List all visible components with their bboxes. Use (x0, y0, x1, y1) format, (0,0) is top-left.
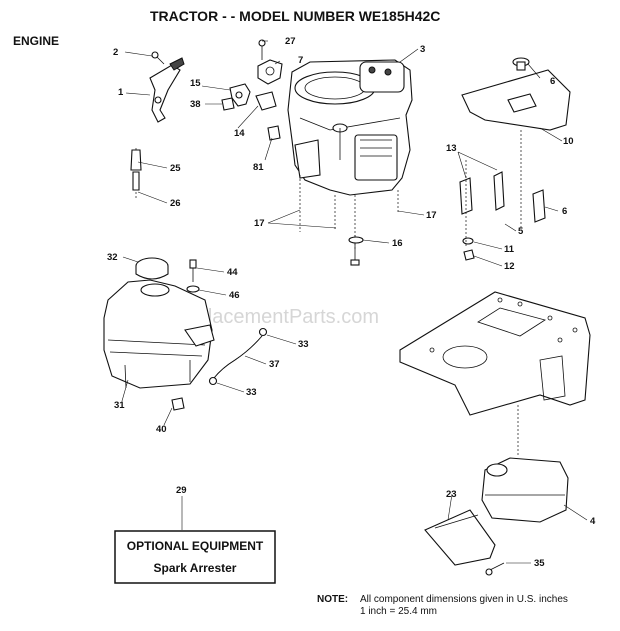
callout: 15 (190, 78, 201, 89)
callout: 6 (562, 206, 567, 217)
callout: 4 (590, 516, 596, 527)
callout: 29 (176, 485, 187, 496)
bolt-17 (348, 235, 364, 266)
fuel-line (208, 327, 268, 386)
callout: 6 (550, 76, 555, 87)
optional-equipment-title: OPTIONAL EQUIPMENT (127, 539, 264, 553)
callout: 26 (170, 198, 181, 209)
nut-40 (171, 397, 185, 411)
callout: 10 (563, 136, 574, 147)
callout: 7 (298, 55, 303, 66)
spark-arrester (424, 509, 496, 566)
mounting-bolts (459, 171, 546, 261)
callout: 2 (113, 47, 118, 58)
callout: 38 (190, 99, 201, 110)
note-label: NOTE: (317, 594, 348, 605)
callout: 35 (534, 558, 545, 569)
throttle-control (149, 51, 185, 123)
callout: 40 (156, 424, 167, 435)
callout: 12 (504, 261, 515, 272)
section-label: ENGINE (13, 34, 59, 48)
callout: 5 (518, 226, 524, 237)
callout: 32 (107, 252, 118, 263)
engine (287, 59, 413, 196)
callout: 23 (446, 489, 457, 500)
leader-lines (121, 40, 588, 564)
screw-35 (485, 562, 505, 576)
heat-shield (461, 57, 571, 131)
callout: 81 (253, 162, 264, 173)
callout: 11 (504, 244, 515, 255)
fuel-fittings (221, 83, 281, 141)
diagram-title: TRACTOR - - MODEL NUMBER WE185H42C (150, 8, 440, 24)
callout: 16 (392, 238, 403, 249)
callout: 44 (227, 267, 238, 278)
callout: 37 (269, 359, 280, 370)
muffler (481, 457, 569, 523)
callout: 13 (446, 143, 457, 154)
spark-plug (130, 148, 142, 200)
frame-plate (399, 291, 591, 416)
watermark: eReplacementParts.com (160, 306, 379, 328)
callout: 33 (246, 387, 257, 398)
callout: 33 (298, 339, 309, 350)
callout: 3 (420, 44, 425, 55)
callout: 46 (229, 290, 240, 301)
clamp-7 (257, 39, 283, 85)
callout: 17 (254, 218, 265, 229)
callout: 25 (170, 163, 181, 174)
fuel-tank (103, 257, 215, 389)
optional-equipment-box: OPTIONAL EQUIPMENT Spark Arrester (114, 530, 276, 584)
optional-equipment-item: Spark Arrester (154, 561, 237, 575)
callout: 31 (114, 400, 125, 411)
callout: 27 (285, 36, 296, 47)
screw-44 (186, 259, 200, 293)
note-line-2: 1 inch = 25.4 mm (360, 606, 437, 617)
callout-labels: 2 27 7 3 6 1 15 38 14 81 10 13 25 26 6 1… (107, 36, 596, 569)
callout: 17 (426, 210, 437, 221)
note: NOTE: All component dimensions given in … (317, 594, 568, 617)
note-line-1: All component dimensions given in U.S. i… (360, 594, 568, 605)
callout: 1 (118, 87, 124, 98)
callout: 14 (234, 128, 245, 139)
